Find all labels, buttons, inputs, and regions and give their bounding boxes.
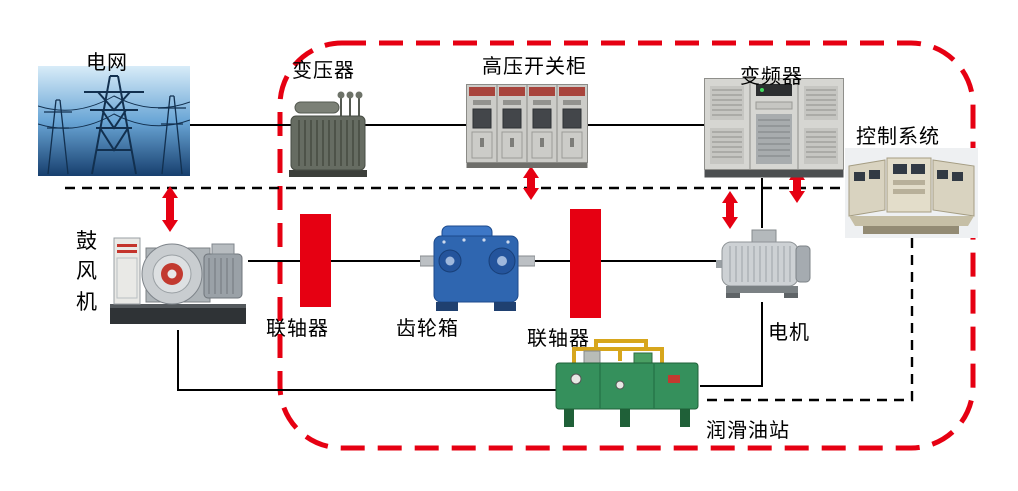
coupling-left-label: 联轴器	[266, 316, 329, 340]
switchgear-label: 高压开关柜	[482, 54, 587, 78]
gearbox-label: 齿轮箱	[396, 316, 459, 340]
motor-photo	[716, 228, 816, 302]
edge-motor-lube	[700, 302, 763, 387]
system-boundary	[277, 40, 976, 451]
vfd-label: 变频器	[740, 64, 803, 88]
transformer-label: 变压器	[292, 58, 355, 82]
switchgear-photo	[466, 84, 588, 168]
control-console-photo	[845, 148, 978, 238]
edge-control-lube-dashed	[705, 238, 914, 402]
motor-label: 电机	[768, 320, 810, 344]
coupling-right-block	[570, 209, 601, 318]
lube-station-photo	[550, 335, 705, 432]
blower-label: 鼓风机	[76, 229, 97, 314]
lube-station-label: 润滑油站	[706, 418, 790, 442]
transformer-photo	[283, 86, 373, 182]
red-arrow-grid-blower	[162, 186, 178, 232]
control-system-label: 控制系统	[856, 124, 940, 148]
coupling-left-block	[300, 214, 331, 307]
power-grid-photo	[38, 66, 190, 176]
red-arrow-switchgear	[523, 166, 539, 200]
coupling-right-label: 联轴器	[527, 326, 590, 350]
grid-label: 电网	[86, 50, 128, 74]
vfd-photo	[704, 78, 844, 178]
gearbox-photo	[420, 218, 535, 315]
red-arrow-vfd-motor	[722, 191, 738, 229]
blower-photo	[108, 212, 248, 330]
edge-blower-lube	[177, 330, 558, 391]
